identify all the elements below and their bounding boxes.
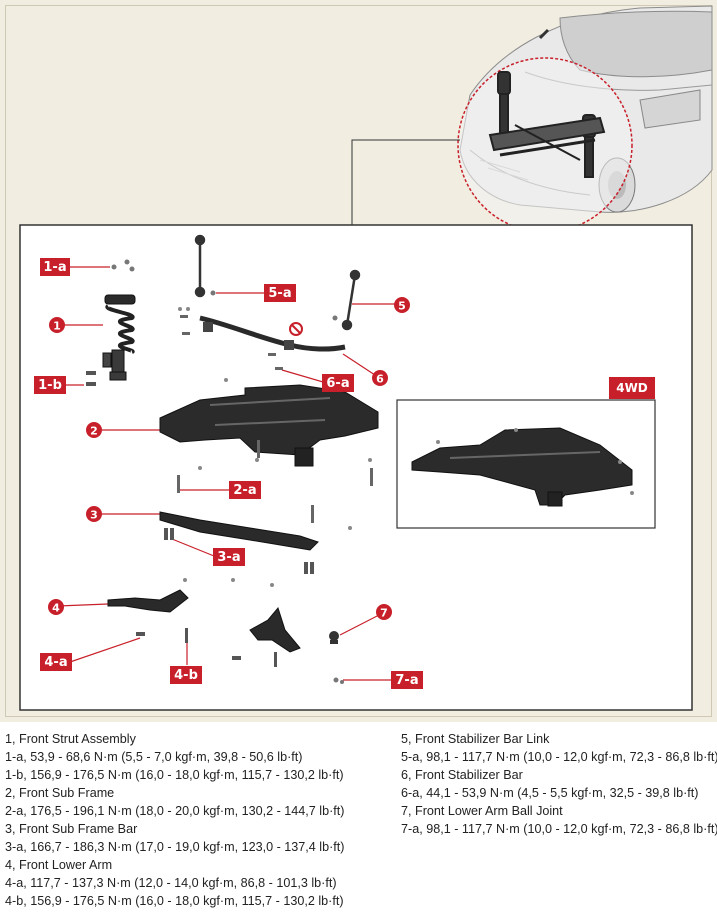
- legend-item: 1, Front Strut Assembly: [5, 732, 136, 746]
- svg-text:7: 7: [380, 607, 388, 620]
- front-lower-arm-ball-joint: [329, 631, 344, 684]
- link-nuts: [210, 290, 338, 321]
- rear-lower-arm: [249, 606, 301, 653]
- stabilizer-bar-link: [194, 234, 361, 331]
- sub-frame-bolts: [177, 440, 373, 523]
- sub-frame-4wd: [411, 427, 633, 507]
- callout-7: 7: [376, 604, 392, 620]
- strut-bolts: [86, 371, 96, 386]
- misc-hardware: [178, 307, 634, 587]
- label-7a: 7-a: [391, 671, 423, 689]
- callout-2: 2: [86, 422, 102, 438]
- label-2a: 2-a: [229, 481, 261, 499]
- sub-frame-bar-bolts: [164, 528, 314, 574]
- prohibited-icon: [289, 322, 303, 336]
- leader-lines: [57, 266, 400, 681]
- front-strut-assembly: [102, 294, 136, 381]
- stabilizer-bolts: [180, 315, 283, 370]
- detail-circle: [457, 57, 633, 233]
- svg-text:5: 5: [398, 300, 406, 313]
- legend-item: 1-b, 156,9 - 176,5 N·m (16,0 - 18,0 kgf·…: [5, 768, 344, 782]
- label-1a: 1-a: [40, 258, 70, 276]
- front-sub-frame: [159, 384, 379, 467]
- legend-item: 3-a, 166,7 - 186,3 N·m (17,0 - 19,0 kgf·…: [5, 840, 345, 854]
- label-4wd: 4WD: [609, 377, 655, 399]
- callout-3: 3: [86, 506, 102, 522]
- callout-5: 5: [394, 297, 410, 313]
- label-4a: 4-a: [40, 653, 72, 671]
- legend-item: 1-a, 53,9 - 68,6 N·m (5,5 - 7,0 kgf·m, 3…: [5, 750, 303, 764]
- svg-text:2: 2: [90, 425, 98, 438]
- callout-1: 1: [49, 317, 65, 333]
- callout-4: 4: [48, 599, 64, 615]
- label-1b: 1-b: [34, 376, 66, 394]
- stabilizer-bushings: [203, 322, 294, 350]
- legend-item: 2, Front Sub Frame: [5, 786, 115, 800]
- legend-item: 6, Front Stabilizer Bar: [401, 768, 523, 782]
- legend-item: 6-a, 44,1 - 53,9 N·m (4,5 - 5,5 kgf·m, 3…: [401, 786, 699, 800]
- label-6a: 6-a: [322, 374, 354, 392]
- legend-item: 2-a, 176,5 - 196,1 N·m (18,0 - 20,0 kgf·…: [5, 804, 345, 818]
- svg-text:3: 3: [90, 509, 98, 522]
- legend-item: 7-a, 98,1 - 117,7 N·m (10,0 - 12,0 kgf·m…: [401, 822, 717, 836]
- legend-item: 3, Front Sub Frame Bar: [5, 822, 138, 836]
- detail-chassis: [488, 71, 606, 178]
- svg-text:4: 4: [52, 602, 60, 615]
- legend-item: 4-b, 156,9 - 176,5 N·m (16,0 - 18,0 kgf·…: [5, 894, 344, 908]
- front-sub-frame-bar: [159, 511, 319, 551]
- front-lower-arm: [107, 589, 189, 613]
- legend-item: 4-a, 117,7 - 137,3 N·m (12,0 - 14,0 kgf·…: [5, 876, 337, 890]
- diagram-canvas: 1 2 3 4 5 6 7: [5, 5, 713, 717]
- callout-6: 6: [372, 370, 388, 386]
- legend-item: 7, Front Lower Arm Ball Joint: [401, 804, 563, 818]
- strut-nuts: [111, 259, 135, 272]
- legend-item: 4, Front Lower Arm: [5, 858, 113, 872]
- legend-left: 1, Front Strut Assembly 1-a, 53,9 - 68,6…: [5, 730, 345, 910]
- label-5a: 5-a: [264, 284, 296, 302]
- legend-right: 5, Front Stabilizer Bar Link 5-a, 98,1 -…: [401, 730, 717, 838]
- connector-line: [351, 139, 460, 225]
- label-3a: 3-a: [213, 548, 245, 566]
- label-4b: 4-b: [170, 666, 202, 684]
- legend-item: 5, Front Stabilizer Bar Link: [401, 732, 550, 746]
- svg-text:6: 6: [376, 373, 384, 386]
- legend-item: 5-a, 98,1 - 117,7 N·m (10,0 - 12,0 kgf·m…: [401, 750, 717, 764]
- svg-text:1: 1: [53, 320, 61, 333]
- exploded-diagram: 1 2 3 4 5 6 7 1-a 1-b 2-a 3-a 4-a 4-b: [0, 0, 717, 722]
- lower-arm-bolts: [136, 628, 277, 667]
